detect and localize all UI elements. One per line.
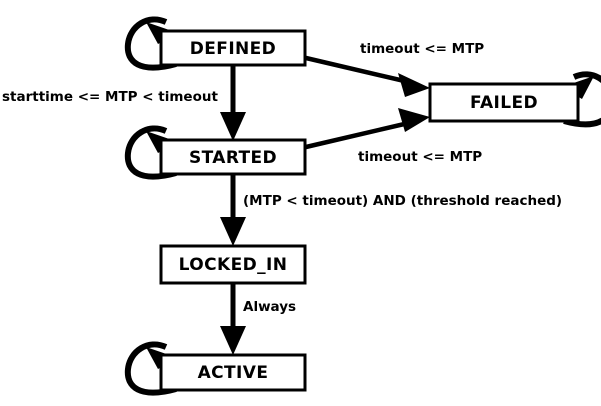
transition-locked-in-to-active[interactable] <box>220 283 246 355</box>
started-to-failed-line <box>305 119 414 150</box>
transition-started-to-locked-in[interactable] <box>220 174 246 246</box>
started-to-locked-in-arrowhead <box>220 217 246 246</box>
transition-defined-to-started[interactable] <box>220 65 246 141</box>
edge-label-always: Always <box>243 299 296 315</box>
defined-to-started-arrowhead <box>220 112 246 141</box>
started-to-failed-arrowhead <box>398 108 430 132</box>
edge-label-defined-timeout-mtp: timeout <= MTP <box>360 41 484 57</box>
locked-in-label: LOCKED_IN <box>179 255 288 275</box>
failed-self-loop-path <box>563 71 601 128</box>
locked-in-to-active-arrowhead <box>220 326 246 355</box>
failed-label: FAILED <box>470 93 538 113</box>
state-node-started[interactable]: STARTED <box>159 138 307 176</box>
edge-label-starttime-mtp-timeout: starttime <= MTP < timeout <box>2 89 218 105</box>
defined-label: DEFINED <box>190 39 276 59</box>
defined-box <box>159 29 307 67</box>
transition-defined-to-failed[interactable] <box>305 55 430 97</box>
defined-self-loop-path <box>124 16 177 71</box>
edge-label-mtp-timeout-threshold: (MTP < timeout) AND (threshold reached) <box>243 193 562 209</box>
active-box <box>159 353 307 392</box>
state-node-failed[interactable]: FAILED <box>428 82 580 123</box>
started-self-loop-path <box>124 125 177 180</box>
active-self-loop-path <box>124 341 177 396</box>
transition-started-to-failed[interactable] <box>305 108 430 150</box>
locked-in-box <box>159 244 307 285</box>
started-box <box>159 138 307 176</box>
defined-to-failed-line <box>305 55 414 86</box>
edge-label-started-timeout-mtp: timeout <= MTP <box>358 149 482 165</box>
failed-box <box>428 82 580 123</box>
state-node-active[interactable]: ACTIVE <box>159 353 307 392</box>
state-node-defined[interactable]: DEFINED <box>159 29 307 67</box>
active-label: ACTIVE <box>198 363 269 383</box>
started-label: STARTED <box>189 148 277 168</box>
defined-to-failed-arrowhead <box>398 73 430 97</box>
state-node-locked-in[interactable]: LOCKED_IN <box>159 244 307 285</box>
